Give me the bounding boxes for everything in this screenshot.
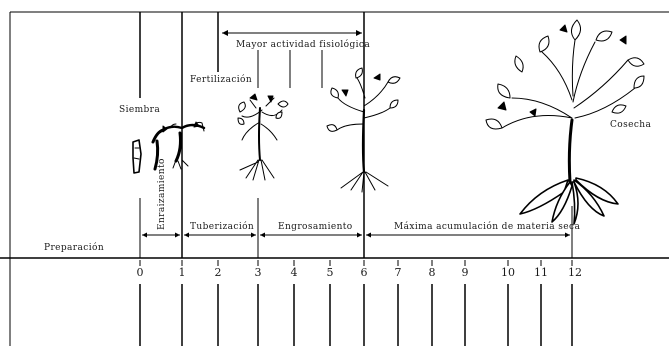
tick-6: 6 <box>361 266 368 279</box>
actividad-arrow-left <box>222 30 228 36</box>
tick-4: 4 <box>291 266 298 279</box>
tick-0: 0 <box>137 266 144 279</box>
tick-1: 1 <box>179 266 186 279</box>
cutting-stake-illustration <box>133 140 141 173</box>
label-cosecha: Cosecha <box>610 120 651 130</box>
label-preparacion: Preparación <box>44 242 104 253</box>
label-tuberizacion: Tuberización <box>190 221 254 232</box>
tick-2: 2 <box>215 266 222 279</box>
enraizamiento-range <box>142 233 180 238</box>
tick-8: 8 <box>429 266 436 279</box>
actividad-arrow-right <box>356 30 362 36</box>
label-fertilizacion: Fertilización <box>190 74 252 85</box>
label-engrosamiento: Engrosamiento <box>278 222 353 232</box>
young-plant-illustration <box>238 94 288 180</box>
label-enraizamiento: Enraizamiento <box>157 158 167 230</box>
tick-5: 5 <box>327 266 334 279</box>
tick-7: 7 <box>395 266 402 279</box>
engrosamiento-range <box>260 233 362 238</box>
tuberizacion-range <box>184 233 256 238</box>
acumulacion-range <box>366 233 570 238</box>
tick-3: 3 <box>255 266 262 279</box>
tick-12: 12 <box>568 266 582 279</box>
label-siembra: Siembra <box>119 105 160 115</box>
tick-9: 9 <box>462 266 469 279</box>
label-actividad: Mayor actividad fisiológica <box>236 39 370 50</box>
tick-10: 10 <box>501 266 515 279</box>
tick-11: 11 <box>534 266 548 279</box>
label-acumulacion: Máxima acumulación de materia seca <box>394 221 580 232</box>
